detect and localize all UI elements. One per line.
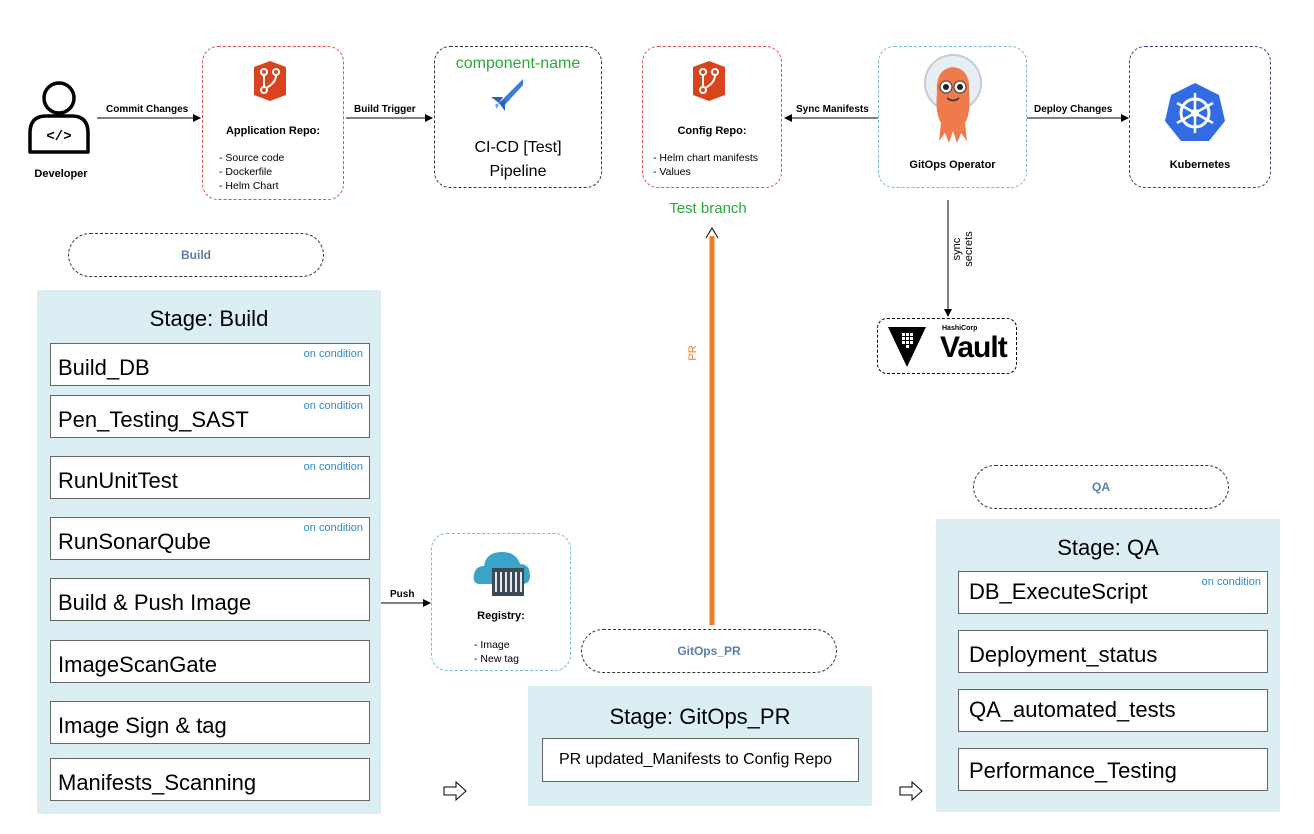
developer-label: Developer xyxy=(34,168,88,180)
stage-build: Stage: Build Build_DB on condition Pen_T… xyxy=(37,290,381,814)
task-label: Pen_Testing_SAST xyxy=(58,407,249,432)
condition-label: on condition xyxy=(303,461,363,473)
task-label: QA_automated_tests xyxy=(969,697,1176,722)
task-qa-automated-tests[interactable]: QA_automated_tests xyxy=(958,689,1268,732)
test-branch-label: Test branch xyxy=(669,200,747,217)
pipeline-line2: Pipeline xyxy=(489,163,547,180)
stage-gitops-pr: Stage: GitOps_PR PR updated_Manifests to… xyxy=(528,686,872,806)
task-db-execute-script[interactable]: DB_ExecuteScript on condition xyxy=(958,571,1268,614)
qa-pill: QA xyxy=(973,465,1229,509)
condition-label: on condition xyxy=(1201,576,1261,588)
pr-arrow-head xyxy=(705,227,719,239)
stage-build-title: Stage: Build xyxy=(149,306,269,331)
registry-title: Registry: xyxy=(477,610,525,622)
component-name-label: component-name xyxy=(455,55,581,72)
svg-text:</>: </> xyxy=(46,129,71,145)
pr-label: PR xyxy=(687,345,699,361)
gitops-operator-node[interactable]: GitOps Operator xyxy=(878,46,1027,188)
stage-qa: Stage: QA DB_ExecuteScript on condition … xyxy=(936,519,1280,812)
application-repo-node[interactable]: Application Repo: - Source code - Docker… xyxy=(202,46,344,200)
commit-label: Commit Changes xyxy=(106,104,189,115)
task-manifests-scanning[interactable]: Manifests_Scanning xyxy=(50,758,370,801)
list-item: - Source code xyxy=(219,152,285,164)
list-item: - Dockerfile xyxy=(219,166,273,178)
stage-qa-title: Stage: QA xyxy=(1057,535,1159,560)
vault-big-label: Vault xyxy=(940,331,1008,364)
azure-pipelines-icon xyxy=(489,77,525,113)
kubernetes-node[interactable]: Kubernetes xyxy=(1129,46,1271,188)
list-item: - Helm chart manifests xyxy=(653,152,759,164)
task-image-scan-gate[interactable]: ImageScanGate xyxy=(50,640,370,683)
task-label: RunSonarQube xyxy=(58,529,211,554)
build-trigger-label: Build Trigger xyxy=(354,104,416,115)
argo-octopus-icon xyxy=(921,53,985,147)
list-item: - New tag xyxy=(474,653,519,665)
vault-logo-icon xyxy=(888,327,926,367)
task-build-push-image[interactable]: Build & Push Image xyxy=(50,578,370,621)
git-icon xyxy=(691,61,727,101)
task-run-sonarqube[interactable]: RunSonarQube on condition xyxy=(50,517,370,560)
deploy-changes-label: Deploy Changes xyxy=(1034,104,1113,115)
config-repo-title: Config Repo: xyxy=(677,125,747,137)
registry-list: - Image - New tag xyxy=(474,638,519,666)
pipeline-node[interactable]: component-name CI-CD [Test] Pipeline xyxy=(434,46,602,188)
condition-label: on condition xyxy=(303,348,363,360)
kubernetes-label: Kubernetes xyxy=(1169,159,1231,171)
sync-manifests-label: Sync Manifests xyxy=(796,104,869,115)
gitops-pr-pill: GitOps_PR xyxy=(581,629,837,673)
developer-icon: </> xyxy=(22,78,96,156)
app-repo-list: - Source code - Dockerfile - Helm Chart xyxy=(219,151,284,193)
git-icon xyxy=(252,61,288,101)
task-deployment-status[interactable]: Deployment_status xyxy=(958,630,1268,673)
registry-node[interactable]: Registry: - Image - New tag xyxy=(431,533,571,671)
push-label: Push xyxy=(390,589,415,600)
task-label: Performance_Testing xyxy=(969,758,1177,783)
condition-label: on condition xyxy=(303,400,363,412)
task-image-sign-tag[interactable]: Image Sign & tag xyxy=(50,701,370,744)
config-repo-list: - Helm chart manifests - Values xyxy=(653,151,758,179)
task-run-unit-test[interactable]: RunUnitTest on condition xyxy=(50,456,370,499)
container-registry-icon xyxy=(472,546,532,600)
task-label: Image Sign & tag xyxy=(58,713,227,738)
list-item: - Values xyxy=(653,166,691,178)
task-pr-updated-manifests[interactable]: PR updated_Manifests to Config Repo xyxy=(542,738,859,782)
build-pill: Build xyxy=(68,233,324,277)
task-label: Build & Push Image xyxy=(58,590,252,615)
sync-secrets-label: sync secrets xyxy=(951,231,975,267)
task-label: PR updated_Manifests to Config Repo xyxy=(559,751,833,768)
config-repo-node[interactable]: Config Repo: - Helm chart manifests - Va… xyxy=(642,46,782,188)
gitops-operator-label: GitOps Operator xyxy=(909,159,996,171)
task-label: DB_ExecuteScript xyxy=(969,579,1148,604)
task-performance-testing[interactable]: Performance_Testing xyxy=(958,748,1268,791)
vault-node[interactable]: HashiCorp Vault xyxy=(877,318,1017,374)
kubernetes-icon xyxy=(1164,81,1226,143)
list-item: - Image xyxy=(474,639,510,651)
pipeline-line1: CI-CD [Test] xyxy=(474,139,562,156)
flow-arrow-2 xyxy=(899,780,923,802)
condition-label: on condition xyxy=(303,522,363,534)
task-label: RunUnitTest xyxy=(58,468,178,493)
task-label: ImageScanGate xyxy=(58,652,217,677)
flow-arrow-1 xyxy=(443,780,467,802)
stage-gitops-title: Stage: GitOps_PR xyxy=(609,704,791,729)
task-pen-testing-sast[interactable]: Pen_Testing_SAST on condition xyxy=(50,395,370,438)
vault-small-label: HashiCorp xyxy=(942,325,978,332)
task-label: Deployment_status xyxy=(969,642,1158,667)
task-label: Manifests_Scanning xyxy=(58,770,257,795)
list-item: - Helm Chart xyxy=(219,180,279,192)
task-build-db[interactable]: Build_DB on condition xyxy=(50,343,370,386)
task-label: Build_DB xyxy=(58,355,150,380)
app-repo-title: Application Repo: xyxy=(225,125,321,137)
